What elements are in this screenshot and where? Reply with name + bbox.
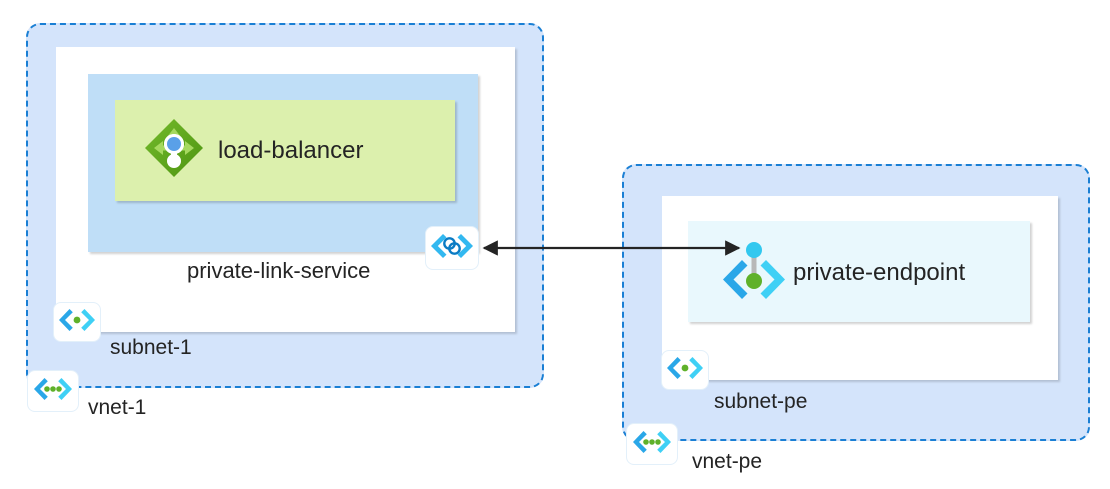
vnet-icon xyxy=(631,429,673,460)
vnet-pe-icon-chip[interactable] xyxy=(626,423,678,465)
subnet-pe-icon-chip[interactable] xyxy=(661,350,709,390)
load-balancer-label: load-balancer xyxy=(218,137,364,164)
subnet-icon xyxy=(58,307,96,338)
vnet-1-label: vnet-1 xyxy=(88,396,147,419)
load-balancer-icon xyxy=(142,116,206,180)
private-endpoint-box[interactable] xyxy=(688,221,1030,322)
private-endpoint-label: private-endpoint xyxy=(793,259,966,286)
vnet-1-icon-chip[interactable] xyxy=(27,370,79,412)
vnet-pe-label: vnet-pe xyxy=(692,450,763,473)
private-link-service-icon-chip[interactable] xyxy=(425,226,479,270)
subnet-icon xyxy=(666,355,704,386)
private-link-service-label: private-link-service xyxy=(187,258,371,283)
subnet-1-label: subnet-1 xyxy=(110,336,192,359)
vnet-icon xyxy=(32,376,74,407)
subnet-pe-label: subnet-pe xyxy=(714,390,808,413)
private-link-service-icon xyxy=(430,230,474,267)
subnet-1-icon-chip[interactable] xyxy=(53,302,101,342)
private-endpoint-icon xyxy=(718,234,790,306)
